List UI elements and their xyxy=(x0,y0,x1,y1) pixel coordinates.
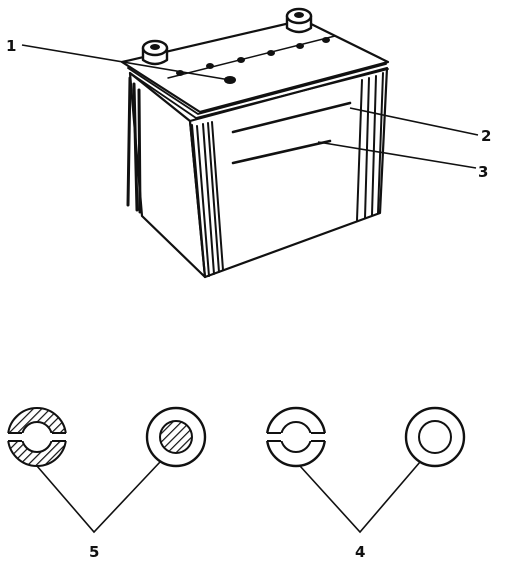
leader-line-3 xyxy=(317,141,477,169)
leader-line-5 xyxy=(36,461,161,534)
leader-line-1 xyxy=(21,44,231,81)
callout-5: 5 xyxy=(89,543,99,561)
ring-with-hatched-core xyxy=(145,406,207,468)
leader-lines xyxy=(21,44,479,169)
callout-2: 2 xyxy=(481,127,491,145)
battery xyxy=(120,7,390,279)
lower-level-line xyxy=(231,139,332,165)
leader-line-2 xyxy=(349,107,479,136)
battery-front-left-pillar xyxy=(191,121,224,278)
battery-front-right-pillar xyxy=(356,72,384,221)
terminal-post-right xyxy=(285,7,313,34)
split-open-ring xyxy=(263,406,329,468)
split-hatched-ring xyxy=(4,407,70,467)
callout-3: 3 xyxy=(478,163,488,181)
leader-line-4 xyxy=(299,461,421,534)
callout-1: 1 xyxy=(6,37,16,55)
vent-strip xyxy=(167,35,336,79)
callout-4: 4 xyxy=(355,543,365,561)
upper-level-line xyxy=(231,101,352,134)
closed-ring xyxy=(404,406,466,468)
terminal-post-left xyxy=(141,39,169,66)
bottom-leader-lines xyxy=(36,461,421,534)
battery-top-rim xyxy=(127,63,389,119)
battery-top-face xyxy=(120,18,390,114)
battery-left-face-shading xyxy=(126,76,142,214)
